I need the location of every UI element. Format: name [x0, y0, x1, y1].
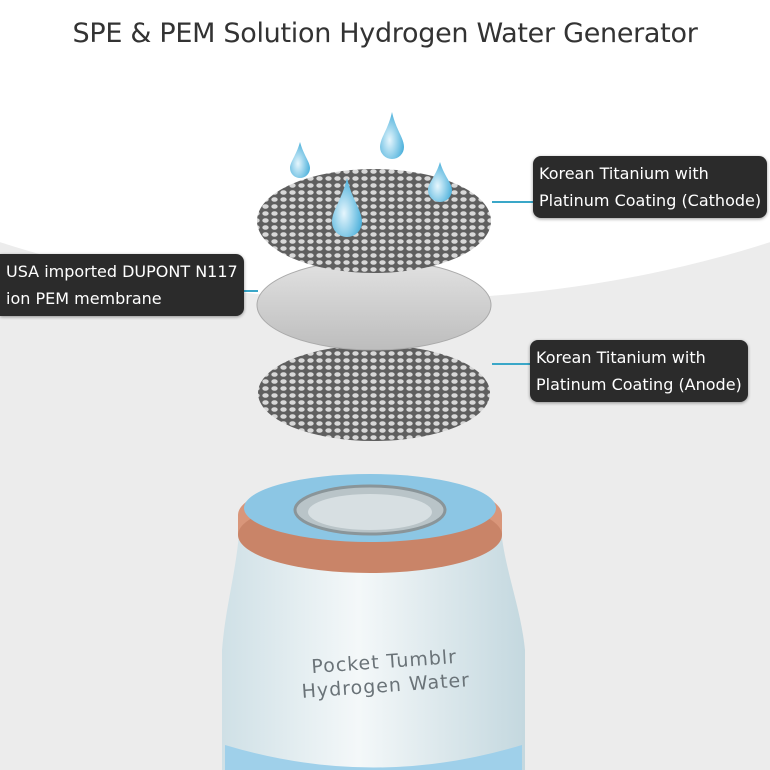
hydrogen-water-device [222, 474, 525, 770]
cathode-label-line1: Korean Titanium with [539, 164, 709, 183]
anode-label: Korean Titanium with Platinum Coating (A… [530, 340, 748, 402]
membrane-label: USA imported DUPONT N117 ion PEM membran… [0, 254, 244, 316]
cathode-disc [257, 169, 491, 273]
anode-connector-line [492, 363, 532, 365]
membrane-label-line1: USA imported DUPONT N117 [6, 262, 238, 281]
membrane-label-line2: ion PEM membrane [6, 289, 162, 308]
water-drop-icons [290, 112, 452, 237]
anode-label-line1: Korean Titanium with [536, 348, 706, 367]
cathode-label: Korean Titanium with Platinum Coating (C… [533, 156, 768, 218]
cathode-connector-line [492, 201, 534, 203]
page-title: SPE & PEM Solution Hydrogen Water Genera… [72, 18, 698, 49]
anode-label-line2: Platinum Coating (Anode) [536, 375, 742, 394]
anode-disc [258, 345, 490, 441]
pem-membrane-disc [256, 259, 492, 351]
cathode-label-line2: Platinum Coating (Cathode) [539, 191, 762, 210]
